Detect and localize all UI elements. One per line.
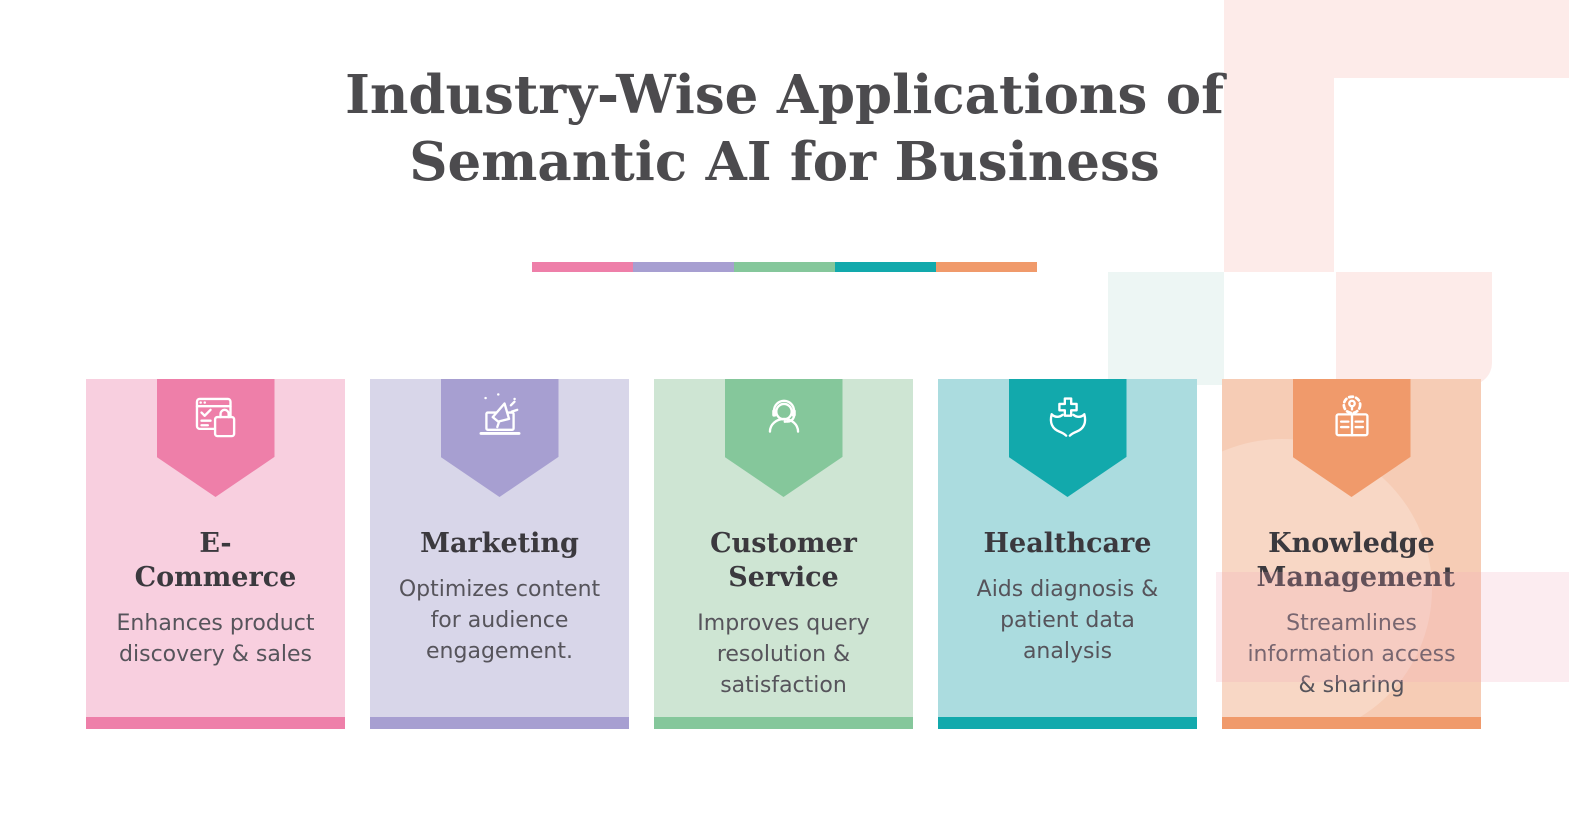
card-accent-bar [370, 717, 629, 729]
card-accent-bar [938, 717, 1197, 729]
card-title: Healthcare [983, 528, 1152, 559]
card-description: Improves query resolution & satisfaction [697, 611, 870, 698]
hands-medical-cross-icon [1049, 397, 1086, 437]
pennant-ribbon [1292, 379, 1411, 497]
title-divider [532, 262, 1037, 272]
decor-teal-square [1108, 272, 1224, 385]
card-title: E-Commerce [134, 528, 297, 593]
divider-segment-orange [936, 262, 1037, 272]
card-description: Streamlines information access & sharing [1247, 611, 1456, 698]
card-knowledge-management: Knowledge Management Streamlines informa… [1222, 379, 1481, 729]
header: Industry-Wise Applications of Semantic A… [0, 62, 1569, 196]
pennant-ribbon [1008, 379, 1127, 497]
page-title: Industry-Wise Applications of Semantic A… [345, 64, 1224, 193]
card-title: Marketing [420, 528, 579, 559]
pennant-ribbon [440, 379, 559, 497]
card-description: Enhances product discovery & sales [116, 611, 315, 667]
divider-segment-purple [633, 262, 734, 272]
decor-pink-block [1336, 272, 1492, 385]
card-e-commerce: E-Commerce Enhances product discovery & … [86, 379, 345, 729]
card-marketing: Marketing Optimizes content for audience… [370, 379, 629, 729]
divider-segment-green [734, 262, 835, 272]
support-agent-headset-icon [768, 399, 799, 433]
card-customer-service: Customer Service Improves query resoluti… [654, 379, 913, 729]
card-description: Aids diagnosis & patient data analysis [976, 577, 1159, 664]
divider-segment-teal [835, 262, 936, 272]
card-description: Optimizes content for audience engagemen… [398, 577, 601, 664]
card-title: Customer Service [710, 528, 857, 593]
laptop-megaphone-icon [479, 393, 520, 435]
card-accent-bar [1222, 717, 1481, 729]
card-accent-bar [654, 717, 913, 729]
card-healthcare: Healthcare Aids diagnosis & patient data… [938, 379, 1197, 729]
browser-shopping-bag-icon [195, 397, 235, 438]
book-gear-bulb-icon [1334, 395, 1369, 437]
pennant-ribbon [724, 379, 843, 497]
divider-segment-pink [532, 262, 633, 272]
card-accent-bar [86, 717, 345, 729]
card-title: Knowledge Management [1256, 528, 1455, 593]
pennant-ribbon [156, 379, 275, 497]
